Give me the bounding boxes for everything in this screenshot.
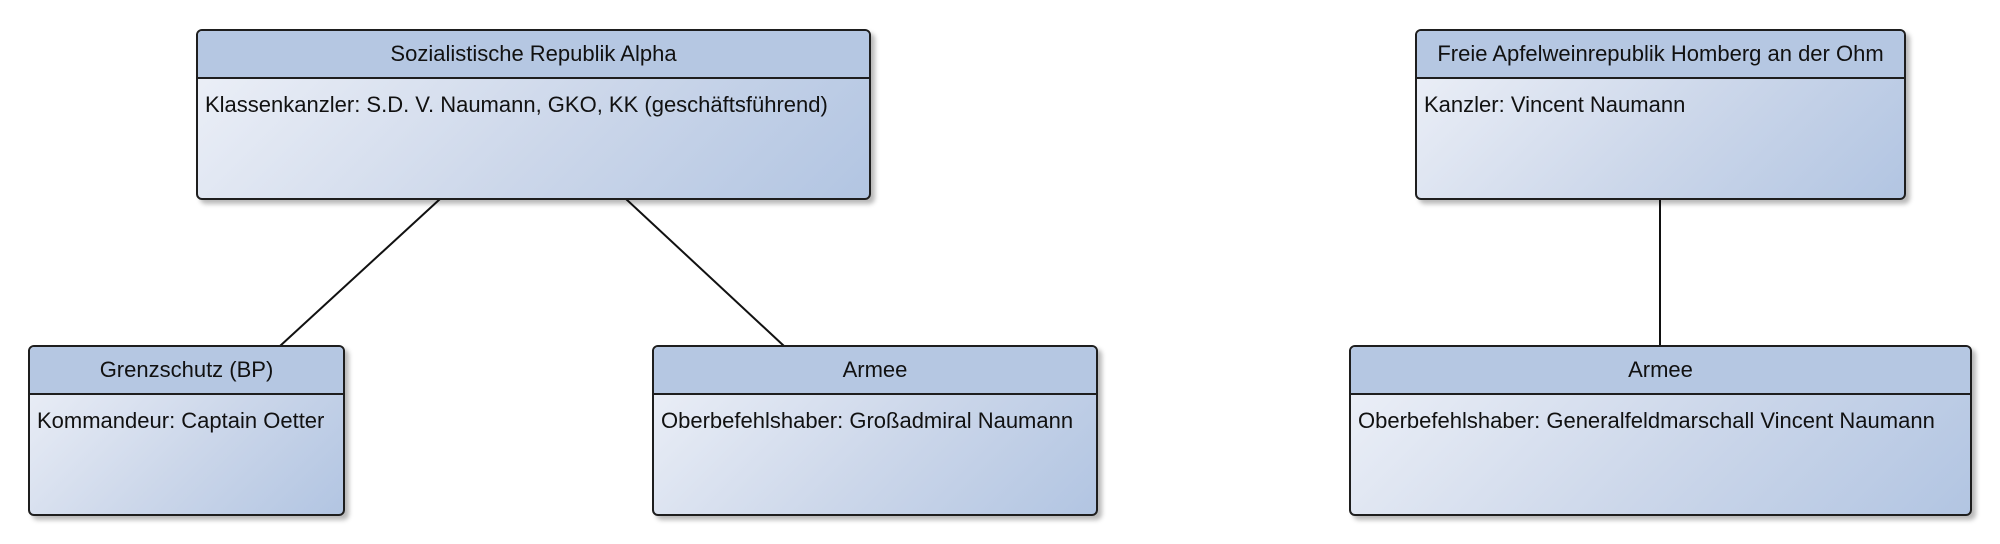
edge-alpha-armee <box>625 198 785 347</box>
node-title: Sozialistische Republik Alpha <box>198 31 869 79</box>
node-title: Freie Apfelweinrepublik Homberg an der O… <box>1417 31 1904 79</box>
node-title: Grenzschutz (BP) <box>30 347 343 395</box>
node-title: Armee <box>1351 347 1970 395</box>
node-sozialistische-republik-alpha[interactable]: Sozialistische Republik Alpha Klassenkan… <box>196 29 871 200</box>
node-body: Oberbefehlshaber: Großadmiral Naumann <box>661 408 1074 433</box>
node-body: Kommandeur: Captain Oetter <box>37 408 325 433</box>
node-body: Klassenkanzler: S.D. V. Naumann, GKO, KK… <box>205 92 828 117</box>
node-armee-alpha[interactable]: Armee Oberbefehlshaber: Großadmiral Naum… <box>652 345 1098 516</box>
node-body: Kanzler: Vincent Naumann <box>1424 92 1686 117</box>
node-title: Armee <box>654 347 1096 395</box>
edge-alpha-grenzschutz <box>279 198 441 347</box>
node-body: Oberbefehlshaber: Generalfeldmarschall V… <box>1358 408 1935 433</box>
node-freie-apfelweinrepublik-homberg[interactable]: Freie Apfelweinrepublik Homberg an der O… <box>1415 29 1906 200</box>
node-armee-homberg[interactable]: Armee Oberbefehlshaber: Generalfeldmarsc… <box>1349 345 1972 516</box>
node-grenzschutz[interactable]: Grenzschutz (BP) Kommandeur: Captain Oet… <box>28 345 345 516</box>
